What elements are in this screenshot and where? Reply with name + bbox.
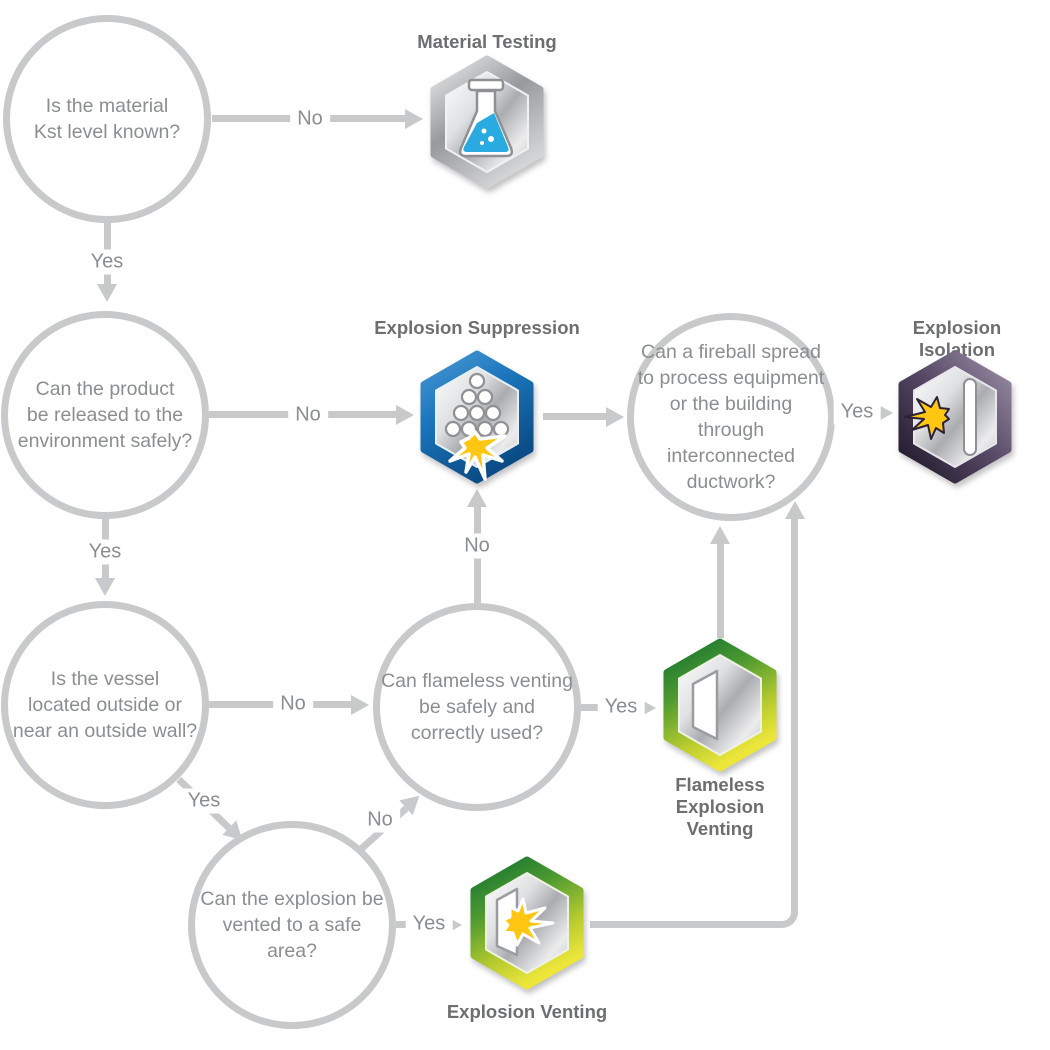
edge-label-vented-yes: Yes xyxy=(405,911,453,937)
question-vessel-location: Is the vessel located outside or near an… xyxy=(1,601,209,809)
vent-door-burst-icon xyxy=(470,856,584,990)
edge-label-product-yes: Yes xyxy=(81,539,129,565)
edge-label-flameless-no: No xyxy=(457,533,497,559)
question-fireball-spread: Can a fireball spread to process equipme… xyxy=(627,313,835,521)
arrow-up-icon xyxy=(710,526,730,544)
arrow-up-icon xyxy=(785,501,805,519)
edge-label-vented-no: No xyxy=(360,807,400,833)
flask-beaker-icon xyxy=(430,55,544,189)
edge-label-fireball-yes: Yes xyxy=(833,399,881,425)
edge-label-vessel-yes: Yes xyxy=(180,788,228,814)
edge-label-flameless-yes: Yes xyxy=(597,694,645,720)
title-explosion-suppression: Explosion Suppression xyxy=(374,317,580,338)
title-explosion-venting: Explosion Venting xyxy=(446,1001,608,1022)
title-material-testing: Material Testing xyxy=(417,31,557,52)
edge-label-product-no: No xyxy=(288,402,328,428)
question-vent-safe-area: Can the explosion be vented to a safe ar… xyxy=(188,821,396,1029)
edge-suppression-fireball-line xyxy=(543,413,607,420)
arrow-right-icon xyxy=(405,109,423,129)
barrier-burst-icon xyxy=(898,350,1012,484)
suppressant-burst-icon xyxy=(420,350,534,484)
arrow-down-icon xyxy=(97,284,117,302)
edge-label-material-yes: Yes xyxy=(83,249,131,275)
question-material-kst: Is the material Kst level known? xyxy=(3,15,211,223)
arrow-right-icon xyxy=(606,407,624,427)
edge-label-material-no: No xyxy=(290,106,330,132)
vent-door-icon xyxy=(663,638,777,772)
edge-venting-fireball-elbow xyxy=(590,509,798,928)
title-flameless-explosion-venting: Flameless Explosion Venting xyxy=(675,774,765,839)
arrow-up-icon xyxy=(467,489,487,507)
question-flameless-venting: Can flameless venting be safely and corr… xyxy=(373,603,581,811)
arrow-right-icon xyxy=(396,405,414,425)
question-product-release: Can the product be released to the envir… xyxy=(1,311,209,519)
arrow-right-icon xyxy=(351,695,369,715)
arrow-down-icon xyxy=(95,578,115,596)
title-explosion-isolation: Explosion Isolation xyxy=(912,317,1002,360)
edge-flamelessvent-fireball-line xyxy=(717,544,724,638)
edge-label-vessel-no: No xyxy=(273,691,313,717)
